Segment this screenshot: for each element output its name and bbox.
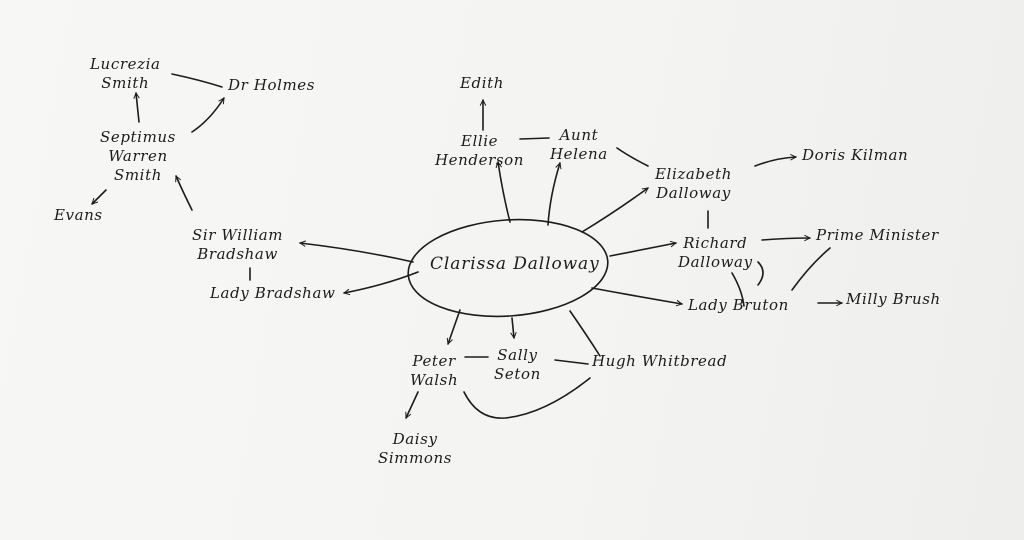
node-doris-kilman: Doris Kilman bbox=[802, 146, 909, 164]
edge-elizabeth-kilman bbox=[754, 157, 796, 167]
edge-peter-daisy bbox=[405, 391, 419, 418]
edge-septimus-evans bbox=[91, 189, 107, 205]
node-sir-william-bradshaw: Sir William Bradshaw bbox=[192, 226, 284, 263]
node-prime-minister: Prime Minister bbox=[816, 226, 939, 244]
edge-richard-pm bbox=[761, 238, 811, 240]
node-evans: Evans bbox=[54, 206, 103, 224]
node-peter-walsh: Peter Walsh bbox=[410, 352, 459, 389]
edge-richard-bruton-curl bbox=[757, 261, 764, 286]
edge-richard-bruton bbox=[731, 272, 745, 307]
node-edith: Edith bbox=[460, 74, 505, 92]
edge-clarissa-helena bbox=[547, 163, 560, 226]
node-lady-bruton: Lady Bruton bbox=[688, 296, 789, 314]
edge-william-septimus bbox=[176, 176, 193, 211]
node-dr-holmes: Dr Holmes bbox=[228, 76, 316, 94]
node-hugh-whitbread: Hugh Whitbread bbox=[592, 352, 728, 370]
node-milly-brush: Milly Brush bbox=[846, 290, 941, 308]
edge-lucrezia-holmes bbox=[171, 73, 223, 88]
node-ellie-henderson: Ellie Henderson bbox=[435, 132, 525, 169]
edge-sally-hugh bbox=[554, 359, 589, 365]
edge-septimus-holmes bbox=[191, 98, 225, 133]
node-aunt-helena: Aunt Helena bbox=[550, 126, 608, 163]
edge-clarissa-peter bbox=[448, 309, 461, 344]
edge-ellie-helena bbox=[519, 137, 550, 140]
edge-bruton-pm bbox=[791, 247, 831, 291]
node-septimus-warren-smith: Septimus Warren Smith bbox=[100, 128, 176, 184]
node-lady-bradshaw: Lady Bradshaw bbox=[210, 284, 336, 302]
edge-clarissa-ladybradshaw bbox=[344, 271, 419, 293]
edge-helena-elizabeth bbox=[616, 147, 649, 167]
node-clarissa-dalloway: Clarissa Dalloway bbox=[430, 255, 600, 274]
node-richard-dalloway: Richard Dalloway bbox=[678, 234, 753, 271]
edge-septimus-lucrezia bbox=[136, 93, 140, 123]
node-daisy-simmons: Daisy Simmons bbox=[378, 430, 453, 467]
edge-clarissa-richard bbox=[609, 243, 676, 257]
node-label: Clarissa Dalloway bbox=[430, 254, 600, 274]
node-lucrezia-smith: Lucrezia Smith bbox=[90, 55, 161, 92]
node-sally-seton: Sally Seton bbox=[494, 346, 541, 383]
edge-clarissa-william bbox=[300, 243, 414, 263]
edge-peter-hugh-curve bbox=[463, 377, 591, 419]
edge-clarissa-hugh bbox=[569, 310, 601, 357]
edge-clarissa-elizabeth bbox=[581, 187, 648, 233]
node-elizabeth-dalloway: Elizabeth Dalloway bbox=[655, 165, 732, 202]
edge-clarissa-sally bbox=[512, 317, 514, 338]
edge-clarissa-ellie bbox=[498, 162, 511, 223]
edge-clarissa-bruton bbox=[591, 287, 682, 304]
